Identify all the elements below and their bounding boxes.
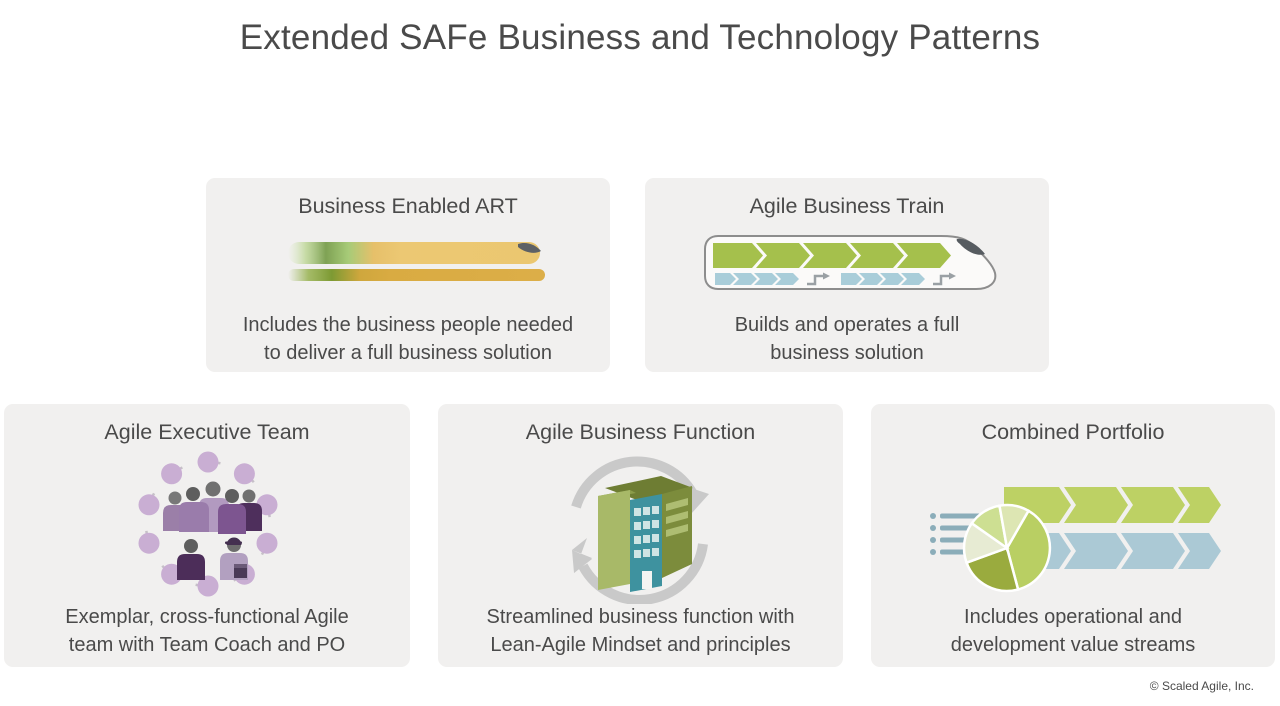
speeding-train-icon [288,236,546,292]
desc-line: development value streams [950,633,1196,656]
building-cycle-icon [543,444,733,605]
card-agile-business-function: Agile Business Function [438,404,843,667]
desc-line: Includes operational and [964,606,1182,628]
page-title: Extended SAFe Business and Technology Pa… [239,18,1041,57]
card-business-enabled-art: Business Enabled ART [206,178,610,372]
card-agile-business-train: Agile Business Train [645,178,1049,372]
desc-line: business solution [770,341,924,364]
desc-line: Builds and operates a full [734,314,960,336]
desc-line: to deliver a full business solution [264,341,552,364]
people-circle-icon [123,448,293,606]
card-title: Agile Business Function [525,420,756,444]
desc-line: team with Team Coach and PO [68,633,346,656]
pie-chart-icon [962,503,1052,593]
desc-line: Streamlined business function with [486,606,795,628]
pie-value-streams-icon [919,484,1223,598]
card-description: Builds and operates a full business solu… [645,312,1049,367]
card-title: Agile Business Train [749,194,945,218]
card-description: Includes the business people needed to d… [206,312,610,367]
card-title: Business Enabled ART [298,194,518,218]
train-chevrons-icon [701,232,1001,294]
card-agile-executive-team: Agile Executive Team [4,404,410,667]
card-description: Exemplar, cross-functional Agile team wi… [4,604,410,659]
card-title: Combined Portfolio [981,420,1165,444]
card-description: Includes operational and development val… [871,604,1275,659]
desc-line: Includes the business people needed [242,314,574,336]
copyright: © Scaled Agile, Inc. [1149,679,1254,693]
desc-line: Lean-Agile Mindset and principles [490,633,791,656]
card-combined-portfolio: Combined Portfolio [871,404,1275,667]
card-title: Agile Executive Team [104,420,310,444]
card-description: Streamlined business function with Lean-… [438,604,843,659]
desc-line: Exemplar, cross-functional Agile [65,606,349,628]
